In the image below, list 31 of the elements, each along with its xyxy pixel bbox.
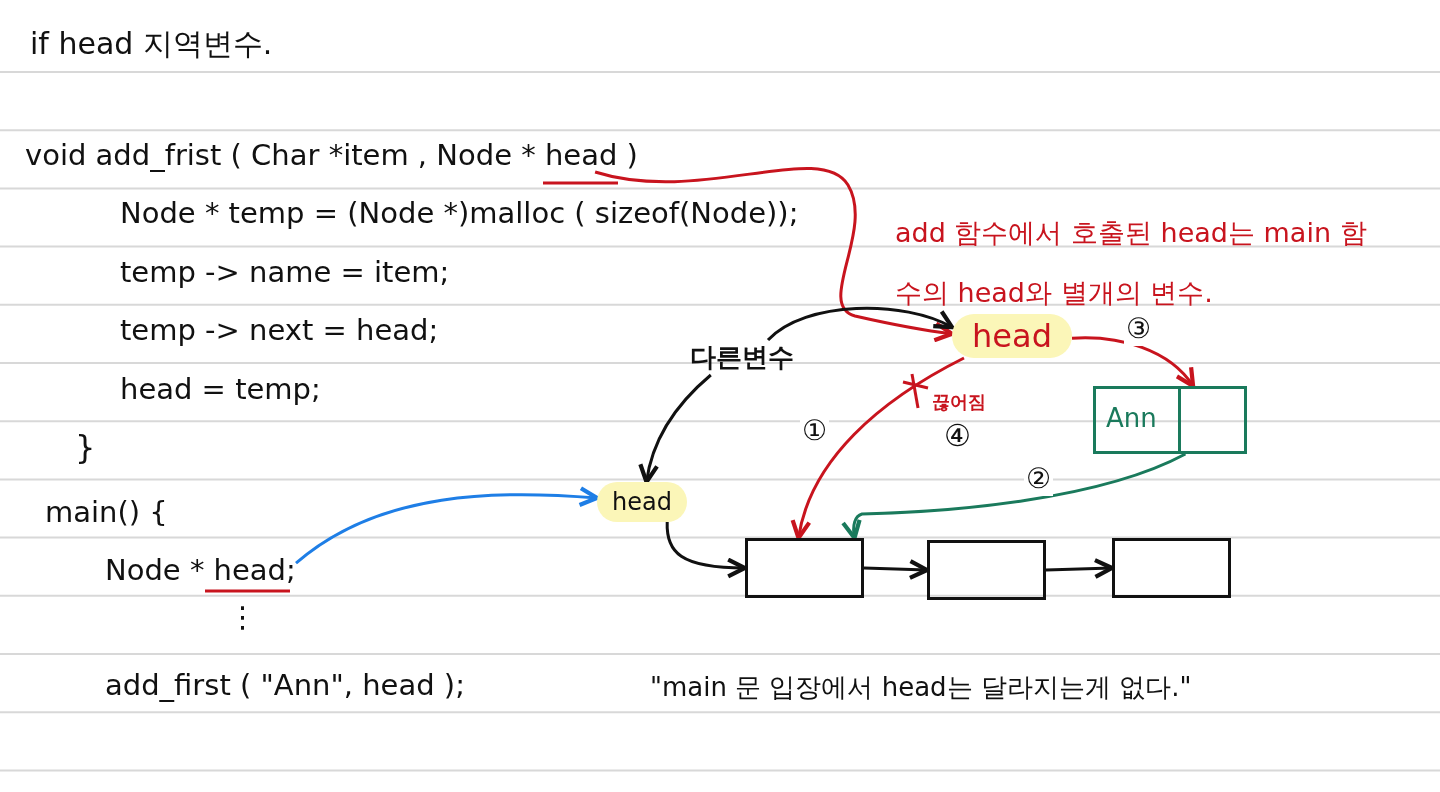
arrow <box>638 373 712 485</box>
code-line: void add_frist ( Char *item , Node * head ) <box>25 138 638 172</box>
code-line: } <box>75 428 96 466</box>
arrow <box>791 356 965 541</box>
title-text: if head 지역변수. <box>30 25 273 63</box>
list-node-box <box>745 538 864 598</box>
arrow <box>863 558 930 580</box>
note-text: add 함수에서 호출된 head는 main 함수의 head와 별개의 변수. <box>895 216 1368 310</box>
list-node-box <box>927 540 1046 600</box>
arrow <box>1071 336 1196 389</box>
annotation-text: 끊어짐 <box>932 390 986 414</box>
code-line: temp -> name = item; <box>120 255 450 289</box>
arrow <box>767 306 955 342</box>
code-line: add_first ( "Ann", head ); <box>105 668 465 702</box>
code-line: Node * temp = (Node *)malloc ( sizeof(Node)); <box>120 196 799 230</box>
arrow <box>1045 558 1115 579</box>
arrow <box>665 522 748 579</box>
annotation-text: 다른변수 <box>690 340 794 375</box>
variable-label: head <box>597 482 687 522</box>
step-number: ④ <box>944 418 971 453</box>
variable-label: head <box>952 314 1072 358</box>
list-node-box <box>1093 386 1247 454</box>
code-line: temp -> next = head; <box>120 313 439 347</box>
note-text: "main 문 입장에서 head는 달라지는게 없다." <box>650 671 1192 704</box>
arrow <box>841 452 1187 541</box>
code-line: head = temp; <box>120 372 321 406</box>
node-value: Ann <box>1106 403 1157 433</box>
list-node-box <box>1112 538 1231 598</box>
code-line: main() { <box>45 495 168 529</box>
code-line: ⋮ <box>228 600 257 634</box>
code-line: Node * head; <box>105 553 296 587</box>
